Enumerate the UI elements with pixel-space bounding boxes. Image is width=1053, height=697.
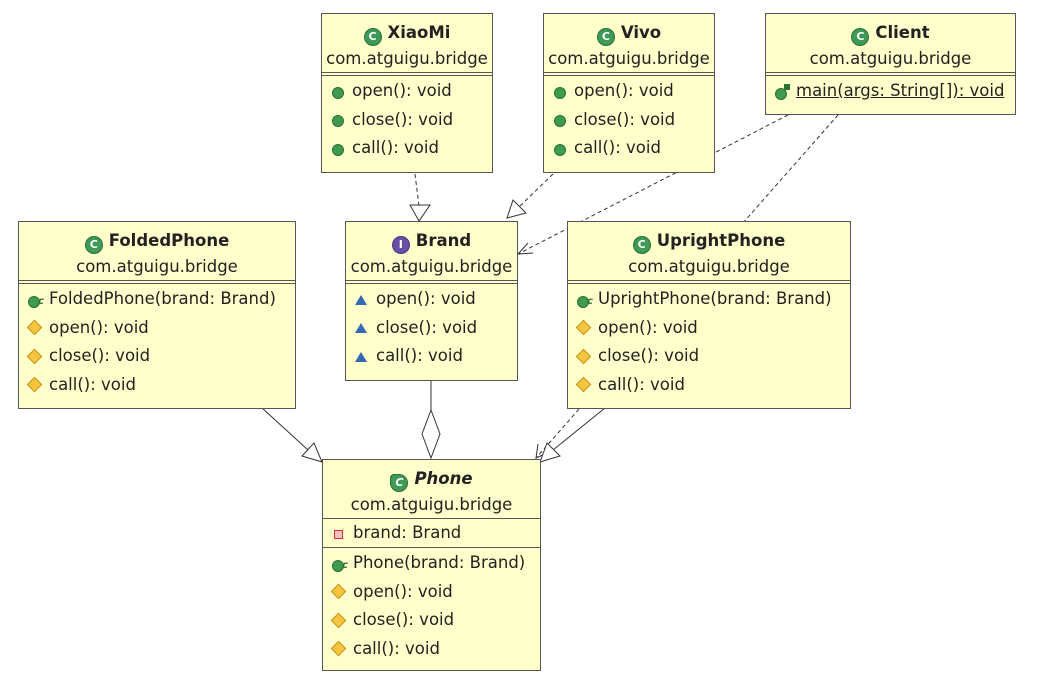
- method-row[interactable]: close(): void: [568, 342, 850, 371]
- class-uprightphone[interactable]: C UprightPhone com.atguigu.bridge Upright…: [567, 221, 851, 409]
- method-row[interactable]: call(): void: [568, 371, 850, 400]
- package-name: com.atguigu.bridge: [350, 495, 513, 514]
- public-method-icon: [330, 141, 345, 156]
- method-row[interactable]: UprightPhone(brand: Brand): [568, 285, 850, 316]
- package-name: com.atguigu.bridge: [350, 257, 513, 276]
- package-name: com.atguigu.bridge: [76, 257, 238, 276]
- interface-icon: I: [391, 236, 410, 254]
- public-method-icon: [552, 141, 567, 156]
- package-name: com.atguigu.bridge: [326, 49, 488, 68]
- constructor-icon: [27, 288, 44, 316]
- method-row[interactable]: call(): void: [544, 134, 714, 163]
- edge-xiaomi-brand: [414, 173, 420, 207]
- protected-method-icon: [575, 348, 592, 365]
- method-list: main(args: String[]): void: [766, 75, 1015, 106]
- constructor-icon: [331, 552, 348, 580]
- method-row[interactable]: open(): void: [19, 314, 295, 343]
- class-name: Vivo: [620, 23, 662, 42]
- protected-method-icon: [575, 319, 592, 336]
- edge-vivo-brand: [519, 173, 554, 207]
- protected-method-icon: [330, 583, 347, 600]
- method-row[interactable]: Phone(brand: Brand): [323, 549, 540, 580]
- protected-method-icon: [26, 376, 43, 393]
- method-list: open(): void close(): void call(): void: [322, 75, 492, 163]
- class-icon: C: [84, 236, 103, 254]
- arrowhead-brand-from-vivo: [506, 199, 527, 219]
- public-method-icon: [330, 112, 345, 128]
- package-method-icon: [354, 320, 369, 335]
- package-name: com.atguigu.bridge: [628, 257, 790, 276]
- public-method-icon: [330, 84, 345, 99]
- method-row[interactable]: FoldedPhone(brand: Brand): [19, 285, 295, 316]
- abstract-class-icon: C: [390, 474, 409, 492]
- protected-method-icon: [26, 348, 43, 365]
- private-field-icon: [331, 526, 346, 541]
- method-row[interactable]: close(): void: [544, 106, 714, 135]
- method-row[interactable]: open(): void: [544, 77, 714, 106]
- class-name: Phone: [414, 469, 473, 488]
- method-row[interactable]: close(): void: [346, 314, 517, 343]
- class-name: Brand: [415, 231, 472, 250]
- class-icon: C: [363, 28, 382, 46]
- aggregation-diamond: [421, 408, 441, 460]
- field-list: brand: Brand: [323, 519, 540, 548]
- arrowhead-phone-from-uprightphone: [539, 442, 561, 463]
- method-list: UprightPhone(brand: Brand) open(): void …: [568, 283, 850, 399]
- interface-brand[interactable]: I Brand com.atguigu.bridge open(): void c…: [345, 221, 518, 381]
- method-list: open(): void close(): void call(): void: [544, 75, 714, 163]
- public-method-icon: [552, 112, 567, 128]
- package-method-icon: [354, 349, 369, 364]
- method-row[interactable]: open(): void: [322, 77, 492, 106]
- class-xiaomi[interactable]: C XiaoMi com.atguigu.bridge open(): void …: [321, 13, 493, 173]
- edge-uprightphone-phone: [552, 407, 606, 451]
- method-row[interactable]: call(): void: [323, 635, 540, 664]
- method-row[interactable]: call(): void: [346, 342, 517, 371]
- method-row[interactable]: close(): void: [19, 342, 295, 371]
- package-name: com.atguigu.bridge: [548, 49, 710, 68]
- method-list: open(): void close(): void call(): void: [346, 283, 517, 371]
- class-name: XiaoMi: [387, 23, 451, 42]
- method-row[interactable]: open(): void: [323, 578, 540, 607]
- arrowhead-phone-from-foldedphone: [301, 442, 323, 463]
- class-name: Client: [875, 23, 930, 42]
- protected-method-icon: [330, 640, 347, 657]
- arrowhead-brand-from-client: [516, 242, 534, 255]
- class-name: FoldedPhone: [108, 231, 230, 250]
- method-row[interactable]: main(args: String[]): void: [766, 77, 1015, 106]
- protected-method-icon: [575, 376, 592, 393]
- edge-foldedphone-phone: [261, 407, 309, 451]
- class-client[interactable]: C Client com.atguigu.bridge main(args: St…: [765, 13, 1016, 115]
- class-icon: C: [596, 28, 615, 46]
- constructor-icon: [576, 288, 593, 316]
- protected-method-icon: [26, 319, 43, 336]
- abstract-class-phone[interactable]: C Phone com.atguigu.bridge brand: Brand P…: [322, 459, 541, 671]
- protected-method-icon: [330, 612, 347, 629]
- class-name: UprightPhone: [656, 231, 786, 250]
- class-icon: C: [632, 236, 651, 254]
- class-foldedphone[interactable]: C FoldedPhone com.atguigu.bridge FoldedPh…: [18, 221, 296, 409]
- method-list: FoldedPhone(brand: Brand) open(): void c…: [19, 283, 295, 399]
- package-name: com.atguigu.bridge: [809, 49, 972, 68]
- method-row[interactable]: call(): void: [19, 371, 295, 400]
- method-row[interactable]: close(): void: [323, 606, 540, 635]
- field-row[interactable]: brand: Brand: [323, 520, 540, 546]
- method-list: Phone(brand: Brand) open(): void close()…: [323, 548, 540, 663]
- method-row[interactable]: call(): void: [322, 134, 492, 163]
- class-vivo[interactable]: C Vivo com.atguigu.bridge open(): void cl…: [543, 13, 715, 173]
- method-row[interactable]: open(): void: [568, 314, 850, 343]
- arrowhead-brand-from-xiaomi: [409, 204, 431, 222]
- static-method-icon: [774, 83, 790, 100]
- method-row[interactable]: close(): void: [322, 106, 492, 135]
- package-method-icon: [354, 292, 369, 307]
- class-icon: C: [851, 28, 870, 46]
- edge-client-brand: [517, 114, 789, 255]
- public-method-icon: [552, 84, 567, 99]
- method-row[interactable]: open(): void: [346, 285, 517, 314]
